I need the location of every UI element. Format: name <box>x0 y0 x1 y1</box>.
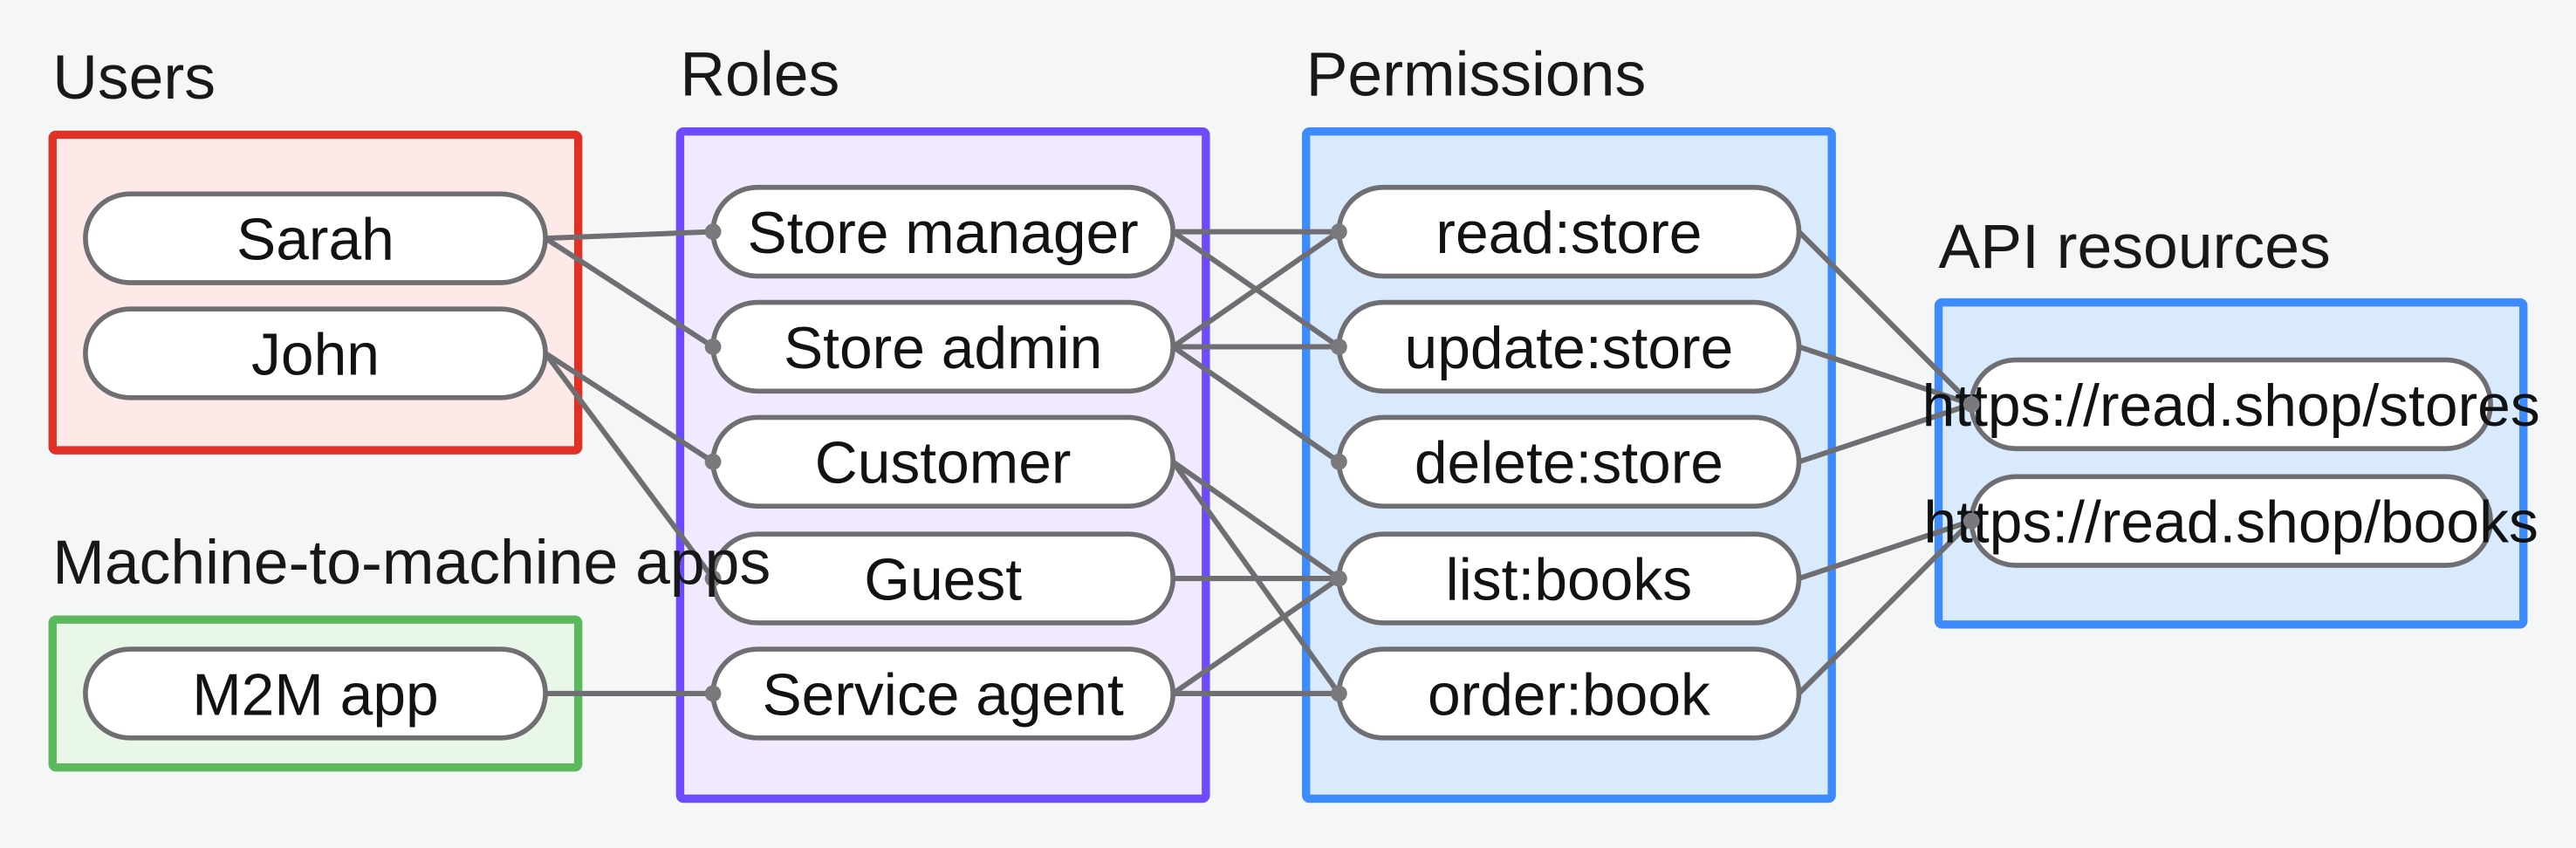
node-label-john: John <box>251 322 380 387</box>
port-dot-order_book <box>1330 685 1347 702</box>
edge-john-to-customer <box>544 351 715 464</box>
port-dot-list_books <box>1330 570 1347 587</box>
edge-sarah-to-store_manager <box>545 229 714 242</box>
port-dot-store_admin <box>704 339 722 355</box>
node-label-list_books: list:books <box>1446 547 1692 612</box>
port-layer <box>704 223 1980 702</box>
edge-store_admin-to-read_store <box>1171 229 1341 349</box>
port-dot-res_books <box>1963 512 1980 530</box>
group-label-permissions: Permissions <box>1306 39 1647 109</box>
node-label-order_book: order:book <box>1428 662 1710 728</box>
node-label-store_admin: Store admin <box>784 316 1102 381</box>
group-label-roles: Roles <box>680 39 839 109</box>
group-label-users: Users <box>52 43 216 113</box>
port-dot-guest <box>704 570 722 587</box>
node-label-update_store: update:store <box>1405 316 1734 381</box>
port-dot-customer <box>704 453 722 470</box>
node-label-guest: Guest <box>864 547 1022 612</box>
node-sarah[interactable] <box>83 191 548 285</box>
edge-list_books-to-res_books <box>1798 518 1973 581</box>
port-dot-delete_store <box>1330 453 1347 470</box>
node-label-delete_store: delete:store <box>1415 431 1723 496</box>
node-label-m2mapp: M2M app <box>192 662 438 728</box>
edge-customer-to-list_books <box>1171 459 1341 581</box>
edge-store_admin-to-delete_store <box>1171 344 1341 464</box>
edge-layer <box>543 229 1974 696</box>
edge-sarah-to-store_admin <box>544 236 715 349</box>
port-dot-update_store <box>1330 339 1347 355</box>
edge-update_store-to-res_stores <box>1798 344 1973 407</box>
node-john[interactable] <box>83 306 548 400</box>
group-box-resources <box>1934 297 2528 629</box>
port-dot-read_store <box>1330 223 1347 241</box>
node-m2mapp[interactable] <box>83 646 548 741</box>
edge-delete_store-to-res_stores <box>1798 401 1973 465</box>
node-label-service_agent: Service agent <box>762 662 1124 728</box>
edge-read_store-to-res_stores <box>1797 229 1974 407</box>
port-dot-res_stores <box>1963 395 1980 413</box>
node-label-res_books: https://read.shop/books <box>1923 490 2538 556</box>
node-label-res_stores: https://read.shop/stores <box>1922 373 2540 439</box>
node-label-customer: Customer <box>815 431 1072 496</box>
edge-order_book-to-res_books <box>1797 519 1974 696</box>
group-box-users <box>48 130 583 455</box>
edge-service_agent-to-list_books <box>1171 576 1341 696</box>
edge-john-to-guest <box>543 352 716 580</box>
port-dot-service_agent <box>704 685 722 702</box>
group-label-m2m: Machine-to-machine apps <box>52 528 771 598</box>
port-dot-store_manager <box>704 223 722 241</box>
node-label-sarah: Sarah <box>236 208 394 273</box>
node-label-store_manager: Store manager <box>748 201 1139 266</box>
group-label-resources: API resources <box>1939 212 2331 282</box>
node-label-read_store: read:store <box>1435 201 1702 266</box>
